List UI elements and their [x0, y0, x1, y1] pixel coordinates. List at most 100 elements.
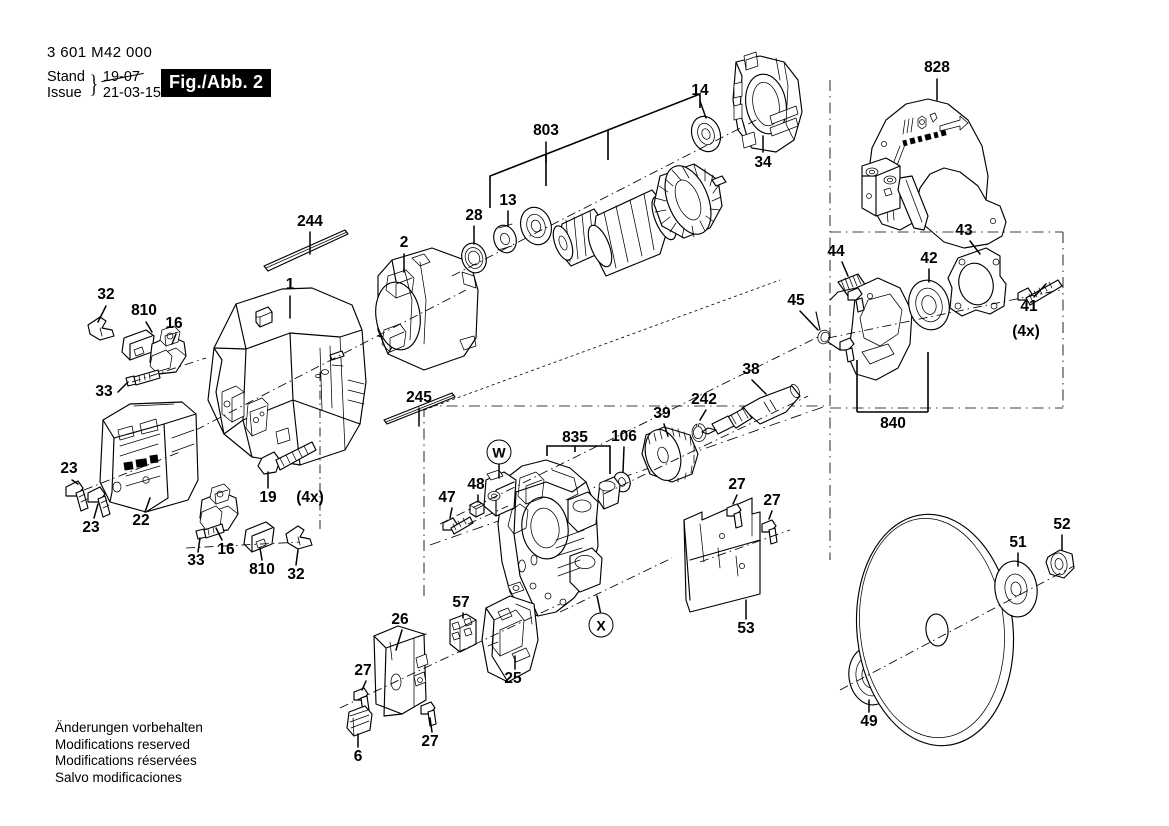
callout-49: 49 — [860, 713, 878, 730]
part-23-screw-a — [65, 480, 89, 512]
callout-27b: 27 — [763, 492, 781, 509]
callout-27a: 27 — [728, 476, 746, 493]
callout-42: 42 — [920, 250, 938, 267]
callout-41: 41 — [1020, 298, 1038, 315]
callout-242: 242 — [691, 391, 717, 408]
notice-fr: Modifications réservées — [55, 753, 197, 768]
bracket-14 — [607, 92, 701, 131]
part-53-chip-deflector — [683, 497, 761, 613]
part-38-spindle — [701, 384, 801, 435]
callout-32b: 32 — [287, 566, 305, 583]
callout-34: 34 — [754, 154, 772, 171]
callout-53: 53 — [737, 620, 755, 637]
part-835-bushing — [597, 476, 621, 510]
part-14-bearing — [690, 115, 722, 153]
marker-W: W — [486, 439, 512, 465]
part-27-screw-a — [726, 503, 743, 529]
callout-810a: 810 — [131, 302, 157, 319]
callout-33a: 33 — [95, 383, 113, 400]
part-48-nut — [469, 500, 485, 518]
part-810-cap-upper — [121, 329, 155, 361]
part-number: 3 601 M42 000 — [47, 44, 153, 61]
part-810-cap-lower — [243, 521, 275, 553]
callout-1: 1 — [285, 276, 295, 293]
part-6-plug — [346, 705, 373, 737]
callout-245: 245 — [406, 389, 432, 406]
bracket-835 — [546, 445, 611, 474]
part-1-motor-housing — [207, 287, 367, 466]
part-27-screw-d — [420, 701, 437, 727]
callout-26: 26 — [391, 611, 409, 628]
callout-39: 39 — [653, 405, 671, 422]
part-43-flange-plate — [947, 247, 1007, 317]
document-header: 3 601 M42 000 Stand Issue } 19-07 21-03-… — [47, 44, 161, 101]
part-19-bolt — [257, 441, 317, 475]
callout-41q: (4x) — [1012, 323, 1040, 340]
callout-810b: 810 — [249, 561, 275, 578]
callout-244: 244 — [297, 213, 323, 230]
part-28-washer — [461, 242, 487, 274]
part-242-retaining-ring — [691, 423, 707, 442]
bracket-803 — [489, 128, 609, 208]
notice-en: Modifications reserved — [55, 736, 191, 752]
figure-badge: Fig./Abb. 2 — [161, 69, 272, 97]
callout-47: 47 — [438, 489, 456, 506]
callout-48: 48 — [467, 476, 485, 493]
part-2-field-stator — [375, 247, 479, 371]
brace-glyph: } — [89, 71, 99, 98]
callout-19: 19 — [259, 489, 277, 506]
callout-16a: 16 — [165, 315, 183, 332]
part-32-clip-upper — [87, 316, 115, 341]
callout-51: 51 — [1009, 534, 1027, 551]
part-16-switch-lower — [199, 483, 239, 533]
part-32-clip-lower — [285, 525, 313, 550]
issue-label: Issue — [47, 85, 82, 101]
callout-57: 57 — [452, 594, 470, 611]
part-41-screw — [1017, 279, 1063, 306]
part-22-battery-pack — [99, 401, 199, 513]
callout-13: 13 — [499, 192, 517, 209]
callout-19q: (4x) — [296, 489, 324, 506]
part-26-brush-cover — [373, 625, 429, 717]
bracket-840 — [856, 352, 929, 413]
screw-840-lower — [839, 337, 855, 363]
part-39-gear — [641, 426, 699, 483]
callout-23a: 23 — [60, 460, 78, 477]
callout-828: 828 — [924, 59, 950, 76]
part-42-bearing — [908, 279, 950, 331]
stand-label: Stand — [47, 69, 85, 85]
screw-840-upper — [847, 287, 865, 313]
notice-es: Salvo modificaciones — [55, 769, 182, 785]
issue-date: 21-03-15 — [102, 85, 161, 101]
part-803-bearing-left — [519, 206, 553, 246]
callout-27c: 27 — [354, 662, 372, 679]
part-16-switch-upper — [149, 325, 187, 375]
part-27-screw-b — [761, 519, 778, 545]
callout-14: 14 — [691, 82, 709, 99]
callout-52: 52 — [1053, 516, 1071, 533]
part-828-blade-guard — [861, 98, 1007, 249]
part-13-bearing — [493, 223, 517, 254]
part-33-screw-lower — [195, 523, 225, 540]
callout-23b: 23 — [82, 519, 100, 536]
part-835-gear-housing — [483, 459, 603, 617]
part-803-armature — [552, 163, 727, 277]
callout-16b: 16 — [217, 541, 235, 558]
callout-33b: 33 — [187, 552, 205, 569]
part-47-screw — [442, 516, 474, 535]
callout-32a: 32 — [97, 286, 115, 303]
part-51-outer-flange — [994, 560, 1038, 618]
notice-de: Änderungen vorbehalten — [55, 720, 203, 735]
callout-27d: 27 — [421, 733, 439, 750]
callout-45: 45 — [787, 292, 805, 309]
part-244-rod — [263, 229, 349, 272]
callout-38: 38 — [742, 361, 760, 378]
callout-835: 835 — [562, 429, 588, 446]
callout-28: 28 — [465, 207, 483, 224]
part-23-screw-b — [87, 486, 111, 518]
callout-840: 840 — [880, 415, 906, 432]
part-25-brush-holder — [481, 595, 539, 683]
callout-43: 43 — [955, 222, 973, 239]
stand-date: 19-07 — [102, 69, 140, 85]
